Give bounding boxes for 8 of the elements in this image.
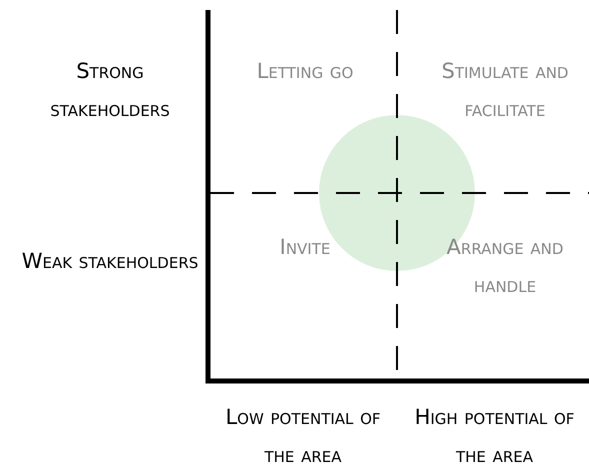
quadrant-label: Invite <box>278 234 332 261</box>
quadrant-label: Arrange and handle <box>446 234 564 299</box>
quadrant-label: Letting go <box>256 58 354 85</box>
quadrant-label: Stimulate and facilitate <box>440 58 570 123</box>
axis-label: Strong stakeholders <box>49 58 171 123</box>
axis-label: High potential of the area <box>414 404 576 469</box>
axis-label: Low potential of the area <box>224 404 382 469</box>
axis-label: Weak stakeholders <box>20 248 200 275</box>
